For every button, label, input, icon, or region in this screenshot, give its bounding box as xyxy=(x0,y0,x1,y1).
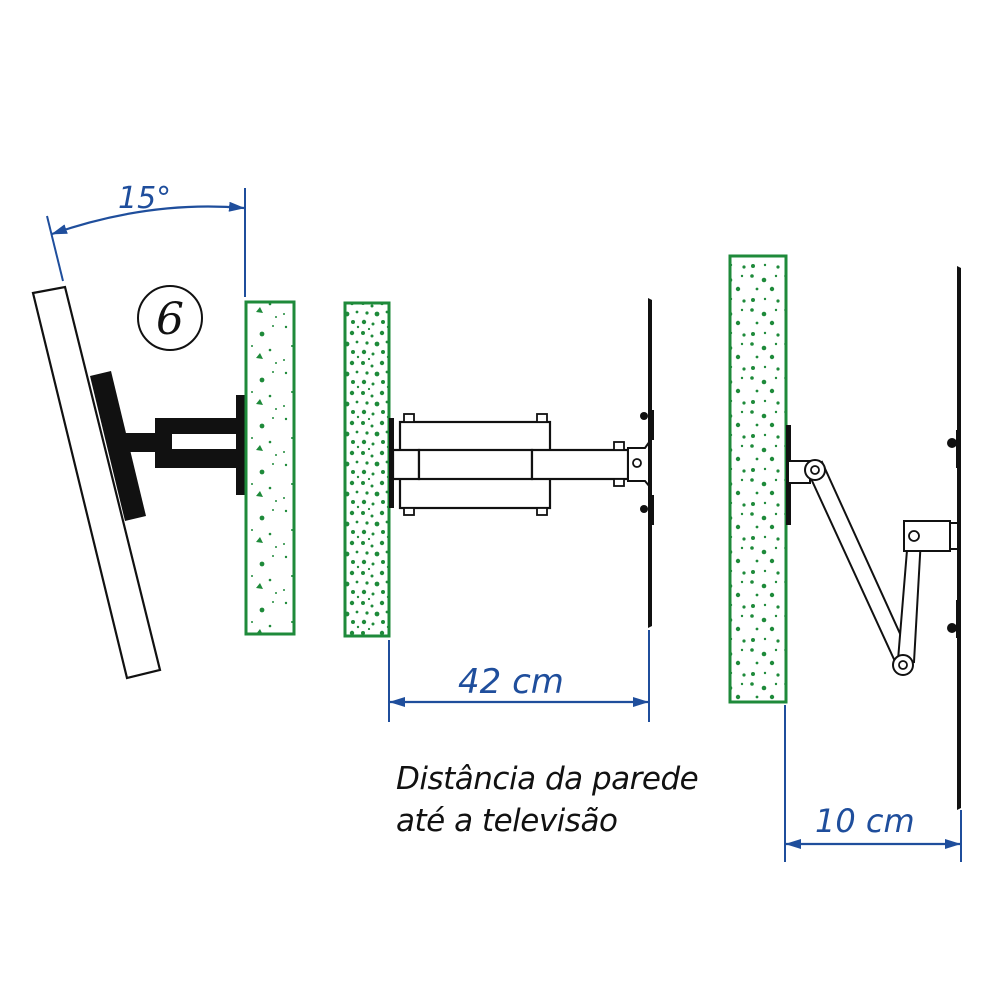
angle-dimension: 15° xyxy=(46,181,246,297)
panel-retracted: 10 cm xyxy=(728,254,962,862)
wall-section xyxy=(244,300,296,636)
arm-short xyxy=(896,537,923,664)
arm-center xyxy=(417,448,534,481)
caption: Distância da parede até a televisão xyxy=(396,758,699,842)
wall-section xyxy=(728,254,788,704)
arm-center-base xyxy=(391,448,421,481)
panel-tilt: 15° 6 xyxy=(31,181,296,680)
distance-label-10: 10 cm xyxy=(815,802,915,840)
angle-label: 15° xyxy=(118,181,171,216)
tv-screen-side xyxy=(648,298,652,628)
arm-diagonal xyxy=(806,460,914,670)
mount-arm-sleeve-inner xyxy=(172,434,238,449)
panel-extended: 42 cm xyxy=(343,298,654,722)
bolt-nuts xyxy=(403,413,625,516)
distance-label-42: 42 cm xyxy=(458,662,564,702)
step-number: 6 xyxy=(156,294,184,345)
arm-forearm xyxy=(530,448,630,481)
distance-dimension-10: 10 cm xyxy=(784,705,962,862)
tv-screen-side xyxy=(957,266,961,810)
arm-lower xyxy=(398,476,552,510)
wall-plate xyxy=(236,395,245,495)
tv-screen-tilted xyxy=(31,285,162,680)
arm-upper xyxy=(398,420,552,454)
distance-dimension-42: 42 cm xyxy=(388,630,650,722)
wall-section xyxy=(343,301,391,638)
caption-line-1: Distância da parede xyxy=(396,761,699,797)
mount-arm-rod xyxy=(118,433,158,452)
wall-plate xyxy=(389,418,394,508)
caption-line-2: até a televisão xyxy=(396,803,618,839)
step-number-badge: 6 xyxy=(137,285,203,351)
